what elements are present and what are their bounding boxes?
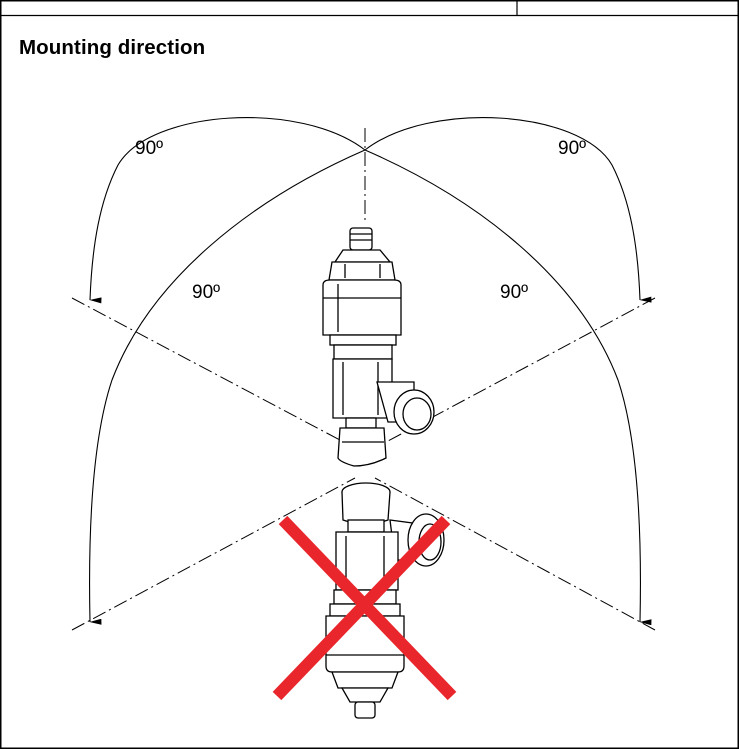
diagonal-line-right-lower [374,477,656,631]
angle-label-top-left: 90º [135,138,163,159]
sensor-upright [322,227,435,467]
arc-top-left [89,117,366,304]
angle-label-top-right: 90º [558,138,586,159]
angle-label-mid-right: 90º [500,282,528,303]
sensor-inverted [325,482,445,719]
diagonal-line-left-lower [71,477,356,631]
section-title: Mounting direction [19,36,206,59]
prohibited-cross-mark [272,515,457,701]
diagonal-line-left-upper [71,297,356,449]
arc-top-right [364,117,652,303]
arc-large-right [364,149,652,626]
arc-large-left [89,149,366,625]
angle-label-mid-left: 90º [192,282,220,303]
